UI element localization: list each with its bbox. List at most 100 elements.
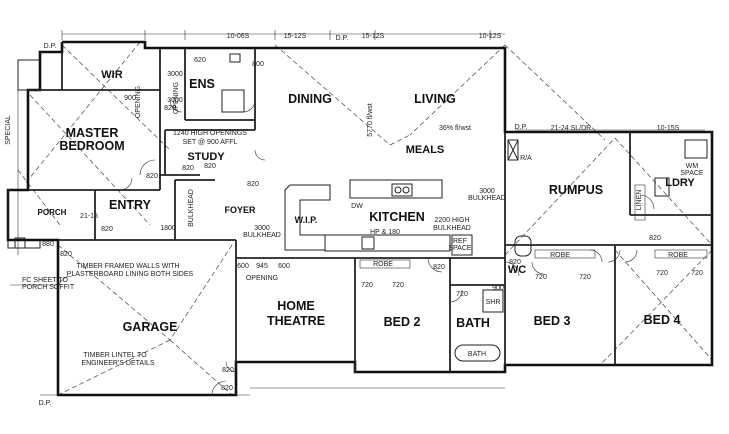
dim-720-b: 720	[392, 282, 404, 289]
room-entry: ENTRY	[109, 198, 152, 212]
note-dim-1006: 10-06S	[227, 33, 250, 40]
room-foyer: FOYER	[224, 205, 256, 215]
dim-820-ens: 820	[164, 105, 176, 112]
note-bulkhead-3000: 3000	[254, 225, 270, 232]
room-study: STUDY	[187, 151, 225, 163]
external-walls	[6, 40, 714, 397]
room-kitchen: KITCHEN	[369, 210, 425, 224]
internal-walls	[28, 48, 712, 372]
dim-2115: 21-15	[80, 213, 98, 220]
note-timber-walls-1: TIMBER FRAMED WALLS WITH	[76, 263, 179, 270]
note-dw: DW	[351, 203, 363, 210]
dim-720-a: 720	[361, 282, 373, 289]
note-dim-1015: 10-15S	[657, 125, 680, 132]
note-robe-bed4: ROBE	[668, 252, 688, 259]
dim-720-g: 720	[456, 291, 468, 298]
note-bulkhead-3000b: 3000	[479, 188, 495, 195]
room-bed2: BED 2	[384, 315, 421, 329]
dim-600-a: 600	[237, 263, 249, 270]
note-bulkhead-2200-2: BULKHEAD	[433, 225, 471, 232]
room-master-line2: BEDROOM	[59, 139, 124, 153]
dim-820-b: 820	[101, 226, 113, 233]
room-ldry: LDRY	[665, 177, 695, 189]
room-bed4: BED 4	[644, 313, 681, 327]
note-ec-2: PORCH SOFFIT	[22, 284, 75, 291]
note-opening: OPENING	[246, 275, 278, 282]
note-lintel-1: TIMBER LINTEL TO	[83, 352, 147, 359]
door-swings	[57, 99, 655, 396]
dim-820-f: 820	[221, 385, 233, 392]
room-master-line1: MASTER	[66, 126, 119, 140]
dim-820-i: 820	[247, 181, 259, 188]
dim-820-g: 820	[222, 367, 234, 374]
note-linen: LINEN	[636, 190, 643, 211]
note-slope: 36% fl/wst	[439, 125, 471, 132]
note-dp-left: D.P.	[44, 43, 57, 50]
dim-620: 620	[194, 57, 206, 64]
room-bath: BATH	[456, 316, 490, 330]
note-openings-2: SET @ 900 AFFL	[183, 139, 238, 146]
dim-900: 900	[492, 285, 504, 292]
note-bath-tub: BATH	[468, 351, 486, 358]
note-ref-2: SPACE	[448, 245, 472, 252]
dim-820-d: 820	[433, 264, 445, 271]
dim-820-h: 820	[60, 251, 72, 258]
note-opening-vertical-2: OPENING	[173, 82, 180, 114]
dim-3000-ens: 3000	[167, 71, 183, 78]
room-porch: PORCH	[38, 208, 67, 217]
dim-3000-ens-2: 3000	[167, 97, 183, 104]
note-openings-1: 1240 HIGH OPENINGS	[173, 130, 247, 137]
room-ens: ENS	[189, 77, 215, 91]
dim-800-ens: 800	[252, 61, 264, 68]
room-home-theatre-line2: THEATRE	[267, 314, 325, 328]
note-bulkhead-label: BULKHEAD	[243, 232, 281, 239]
room-living: LIVING	[414, 92, 456, 106]
note-bulkhead-2200-1: 2200 HIGH	[434, 217, 469, 224]
robe-fixtures	[359, 184, 708, 269]
note-dim-1512b: 15-12S	[362, 33, 385, 40]
room-garage: GARAGE	[123, 320, 178, 334]
note-dim-1012: 10-12S	[479, 33, 502, 40]
dim-900-ens: 900	[124, 95, 136, 102]
room-wir: WIR	[101, 69, 122, 81]
room-rumpus: RUMPUS	[549, 183, 603, 197]
note-dp-top: D.P.	[336, 35, 349, 42]
note-robe-bed2: ROBE	[373, 261, 393, 268]
note-lintel-2: ENGINEER'S DETAILS	[81, 360, 154, 367]
dim-945: 945	[256, 263, 268, 270]
note-bulkhead-label-b: BULKHEAD	[468, 195, 506, 202]
dim-820-e: 820	[509, 259, 521, 266]
roof-lines	[17, 41, 713, 396]
note-dim-5770: 5770 fl/wst	[367, 103, 374, 137]
note-ra: R/A	[520, 155, 532, 162]
kitchen-fixtures	[14, 53, 708, 362]
dim-820-a: 820	[146, 173, 158, 180]
dim-820-c: 820	[649, 235, 661, 242]
room-bed3: BED 3	[534, 314, 571, 328]
room-dining: DINING	[288, 92, 332, 106]
note-opening-vertical: OPENING	[135, 86, 142, 118]
note-dp-bl: D.P.	[39, 400, 52, 407]
note-ref-1: REF	[453, 238, 467, 245]
dim-720-e: 720	[656, 270, 668, 277]
note-dim-2124: 21-24 SL/DR	[551, 125, 591, 132]
dim-880: 880	[42, 241, 54, 248]
room-wip: W.I.P.	[295, 215, 318, 225]
note-hp: HP & 180	[370, 229, 400, 236]
room-home-theatre-line1: HOME	[277, 299, 315, 313]
dim-820-j: 820	[182, 165, 194, 172]
dim-1800: 1800	[160, 225, 176, 232]
dimension-numbers: 820 820 820 820 820 820 820 820 820 720 …	[42, 57, 703, 392]
dim-720-d: 720	[579, 274, 591, 281]
dim-720-c: 720	[535, 274, 547, 281]
note-wm-2: SPACE	[680, 170, 704, 177]
note-timber-walls-2: PLASTERBOARD LINING BOTH SIDES	[67, 271, 194, 278]
dimension-lines	[10, 30, 705, 396]
note-wm-1: WM	[686, 163, 699, 170]
room-wc: WC	[508, 264, 526, 276]
dim-600-b: 600	[278, 263, 290, 270]
room-meals: MEALS	[406, 144, 445, 156]
note-ec-1: FC SHEET TO	[22, 277, 68, 284]
note-dim-1512: 15-12S	[284, 33, 307, 40]
